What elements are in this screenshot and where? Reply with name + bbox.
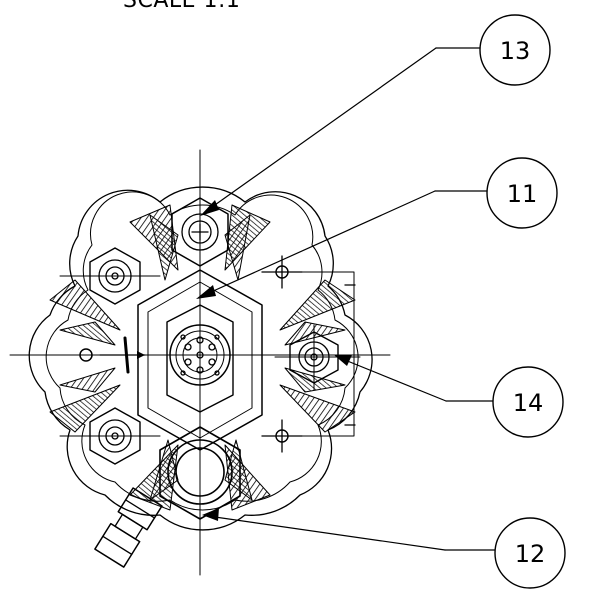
callout-14-label: 14 xyxy=(513,389,544,417)
scale-label: SCALE 1:1 xyxy=(123,0,241,13)
side-fitting xyxy=(94,487,163,568)
callout-14: 14 xyxy=(492,366,564,438)
callout-12-label: 12 xyxy=(515,540,546,568)
callout-12: 12 xyxy=(494,517,566,589)
callout-13: 13 xyxy=(479,14,551,86)
leader-lines xyxy=(196,47,497,551)
callout-11: 11 xyxy=(486,157,558,229)
callout-11-label: 11 xyxy=(507,180,538,208)
center-lines xyxy=(9,149,391,576)
right-bolt-holes xyxy=(261,255,356,453)
hatched-sections xyxy=(49,204,356,511)
callout-13-label: 13 xyxy=(500,37,531,65)
